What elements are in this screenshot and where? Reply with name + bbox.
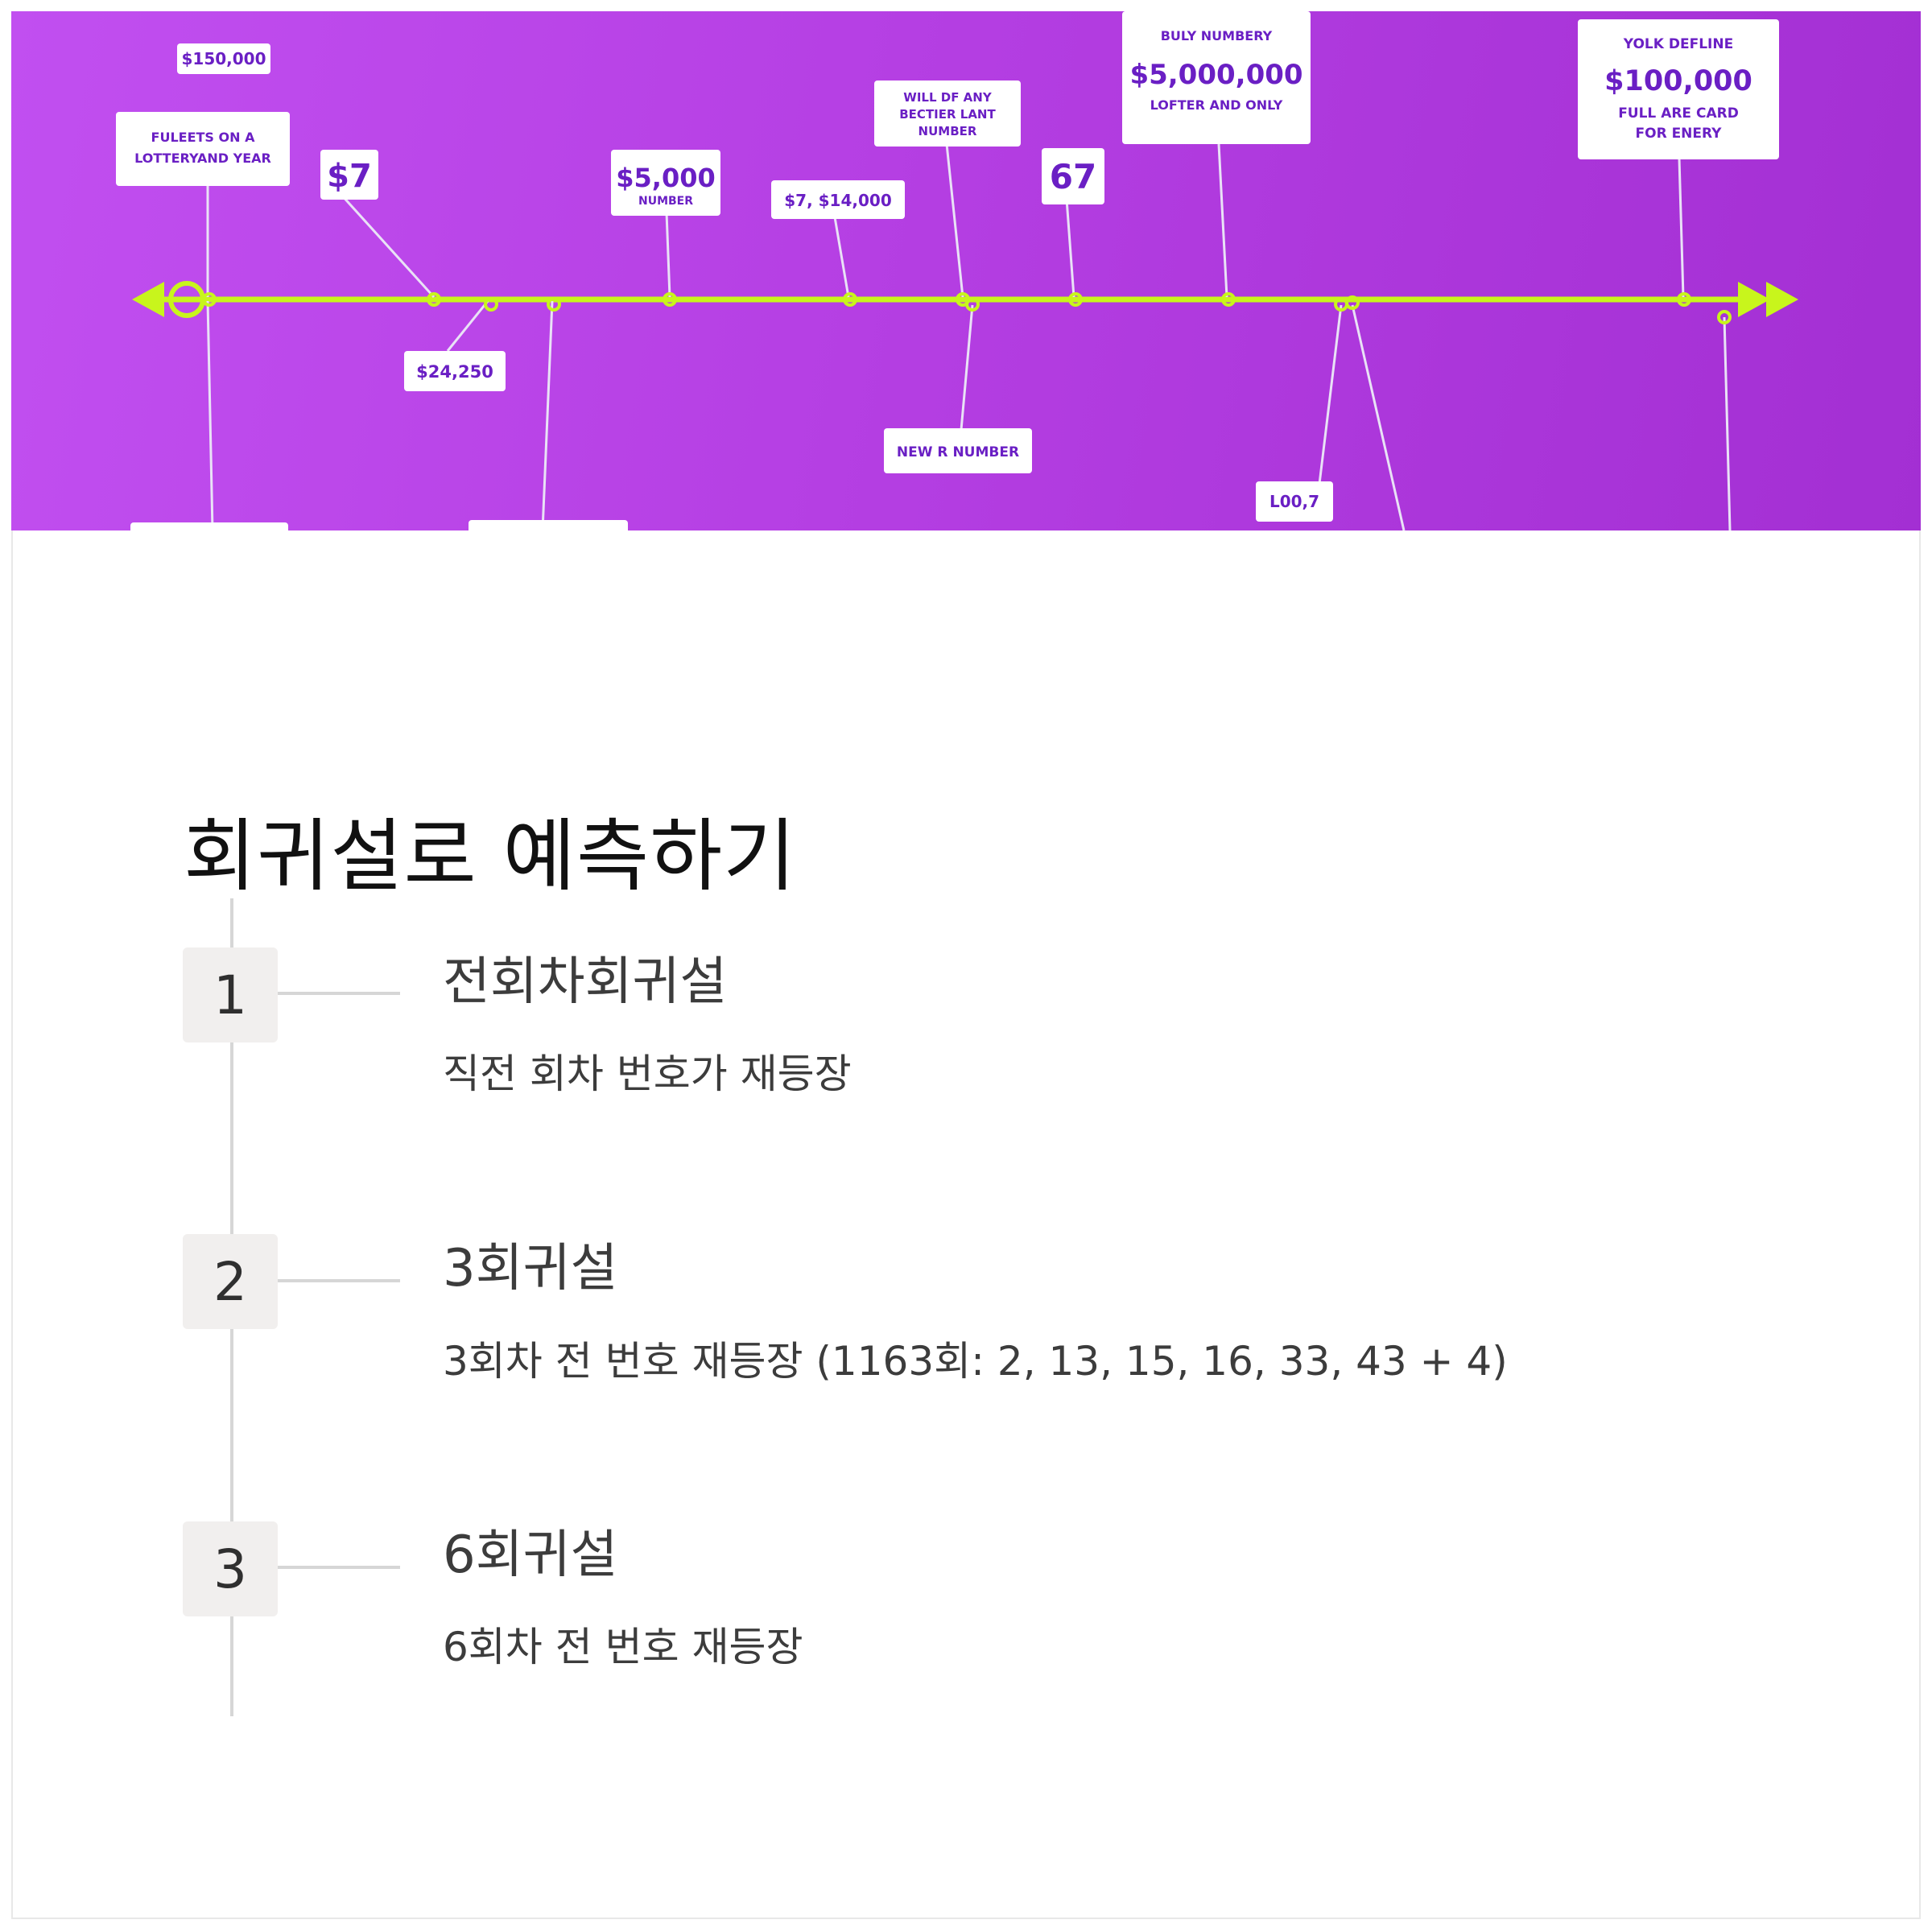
svg-text:$5,000: $5,000 (616, 163, 715, 193)
step-3-desc: 6회차 전 번호 재등장 (443, 1624, 803, 1670)
label-l2: FULEETS ON A LOTTERYAND YEAR (116, 112, 290, 186)
svg-text:67: 67 (1050, 157, 1096, 196)
step-2-connector (278, 1279, 400, 1282)
section-title: 회귀설로 예측하기 (184, 810, 797, 902)
svg-text:BECTIER LANT: BECTIER LANT (899, 107, 996, 122)
label-l9: 67 (1042, 148, 1104, 204)
label-l7: WILL DF ANY BECTIER LANT NUMBER (874, 80, 1021, 147)
svg-text:$100,000: $100,000 (1604, 65, 1752, 97)
step-1-title: 전회차회귀설 (443, 952, 728, 1012)
svg-text:$24,250: $24,250 (416, 362, 493, 382)
label-l11: L00,7 (1256, 481, 1333, 522)
label-l8: NEW R NUMBER (884, 428, 1032, 473)
step-2-desc: 3회차 전 번호 재등장 (1163회: 2, 13, 15, 16, 33, … (443, 1338, 1508, 1385)
label-l12: YOLK DEFLINE $100,000 FULL ARE CARD FOR … (1578, 19, 1779, 159)
step-1-desc: 직전 회차 번호가 재등장 (443, 1051, 852, 1097)
label-l1: $150,000 (177, 43, 270, 74)
connectors (206, 114, 1732, 530)
svg-text:NUMBER: NUMBER (638, 195, 693, 208)
svg-text:FOR ENERY: FOR ENERY (1636, 126, 1723, 142)
svg-text:$7, $14,000: $7, $14,000 (784, 191, 892, 210)
right-arrowhead-2 (1766, 282, 1798, 317)
label-partial-1 (130, 522, 288, 530)
step-2-title: 3회귀설 (443, 1239, 618, 1298)
step-3-title: 6회귀설 (443, 1525, 618, 1585)
timeline-graphic: $150,000 FULEETS ON A LOTTERYAND YEAR $7… (116, 11, 1798, 530)
svg-text:NEW R NUMBER: NEW R NUMBER (897, 444, 1019, 460)
left-arrowhead (132, 282, 164, 317)
svg-text:FULL ARE CARD: FULL ARE CARD (1618, 105, 1739, 122)
svg-text:$5,000,000: $5,000,000 (1129, 59, 1302, 91)
svg-text:NUMBER: NUMBER (919, 124, 977, 138)
svg-text:L00,7: L00,7 (1269, 492, 1319, 511)
svg-text:FULEETS ON A: FULEETS ON A (151, 130, 256, 145)
svg-text:$150,000: $150,000 (181, 49, 266, 68)
step-3-connector (278, 1566, 400, 1569)
svg-text:LOFTER AND ONLY: LOFTER AND ONLY (1150, 97, 1283, 113)
svg-text:WILL DF ANY: WILL DF ANY (903, 90, 993, 105)
step-2-badge: 2 (183, 1234, 278, 1329)
svg-text:LOTTERYAND YEAR: LOTTERYAND YEAR (134, 151, 271, 166)
label-l5: $5,000 NUMBER (611, 150, 720, 216)
label-l3: $7 (320, 150, 378, 200)
step-1-connector (278, 992, 400, 995)
timeline-banner-image: $150,000 FULEETS ON A LOTTERYAND YEAR $7… (11, 11, 1921, 530)
label-l6: $7, $14,000 (771, 180, 905, 219)
right-arrowhead-1 (1738, 282, 1770, 317)
timeline-nodes (202, 292, 1732, 324)
svg-text:$7: $7 (327, 158, 372, 195)
step-3-badge: 3 (183, 1521, 278, 1616)
label-l4: $24,250 (404, 351, 506, 391)
svg-text:BULY NUMBERY: BULY NUMBERY (1161, 28, 1273, 43)
svg-text:YOLK DEFLINE: YOLK DEFLINE (1623, 36, 1733, 52)
label-l10: BULY NUMBERY $5,000,000 LOFTER AND ONLY (1122, 11, 1311, 144)
step-1-badge: 1 (183, 947, 278, 1042)
label-partial-2 (469, 520, 628, 530)
